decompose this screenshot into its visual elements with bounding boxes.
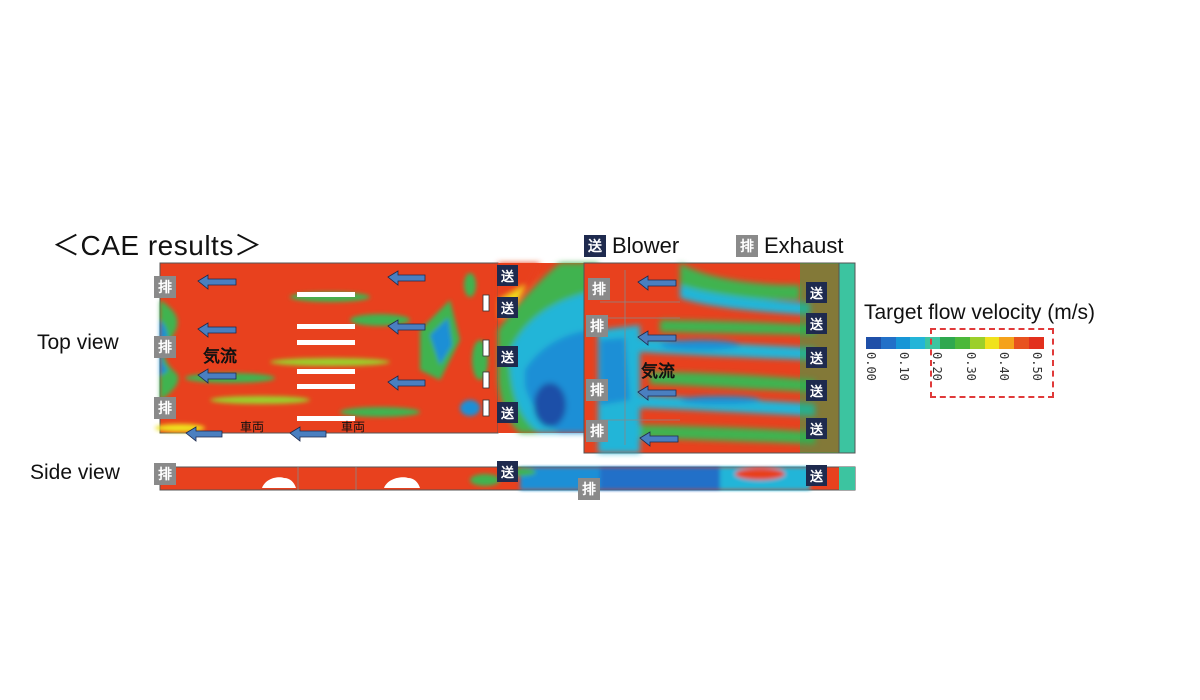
arrow-left-2 [197,322,237,338]
blower-icon: 送 [806,465,827,486]
arrow-left-3 [197,368,237,384]
legend-blower: 送 Blower [584,233,679,259]
arrow-left-5 [289,426,327,442]
colorbar-segment [954,337,970,349]
exhaust-icon: 排 [578,478,600,500]
blower-icon: 送 [806,313,827,334]
legend-exhaust: 排 Exhaust [736,233,844,259]
arrow-left-7 [387,319,426,335]
airflow-arrows [185,270,679,447]
colorbar-title: Target flow velocity (m/s) [864,301,1096,324]
exhaust-icon: 排 [586,420,608,442]
colorbar-segment [999,337,1015,349]
blower-icon: 送 [497,402,518,423]
side-view-label: Side view [30,461,120,484]
exhaust-icon: 排 [586,379,608,401]
arrow-left-4 [185,426,223,442]
exhaust-icon: 排 [154,463,176,485]
arrow-right-3 [637,385,677,401]
exhaust-icon: 排 [588,278,610,300]
exhaust-icon: 排 [154,276,176,298]
colorbar-segment [969,337,985,349]
colorbar-segment [895,337,911,349]
top-view-label: Top view [37,331,119,354]
exhaust-icon: 排 [586,315,608,337]
colorbar-segment [866,337,881,349]
airflow-label-right: 気流 [641,362,675,381]
vehicle-label-2: 車両 [341,420,366,434]
exhaust-icon: 排 [736,235,758,257]
blower-icon: 送 [806,347,827,368]
blower-icon: 送 [806,380,827,401]
colorbar-segment [984,337,1000,349]
outlet-marks [482,294,490,417]
colorbar-tick-label: 0.10 [897,352,912,381]
vehicle-label-1: 車両 [240,420,265,434]
arrow-right-2 [637,330,677,346]
colorbar [866,337,1044,349]
target-range-highlight [930,328,1054,398]
colorbar-segment [880,337,896,349]
colorbar-segment [1029,337,1044,349]
exhaust-icon: 排 [154,336,176,358]
page-title: ＜CAE results＞ [52,230,263,261]
top-view-right-region [583,262,840,454]
blower-icon: 送 [497,297,518,318]
airflow-label-left: 気流 [203,347,237,366]
colorbar-tick-label: 0.00 [864,352,878,381]
arrow-right-1 [637,275,677,291]
blower-icon: 送 [497,461,518,482]
arrow-right-4 [639,431,679,447]
blower-icon: 送 [806,282,827,303]
blower-icon: 送 [806,418,827,439]
blower-icon: 送 [497,346,518,367]
blower-icon: 送 [497,265,518,286]
legend-exhaust-label: Exhaust [764,233,844,258]
arrow-left-1 [197,274,237,290]
arrow-left-6 [387,270,426,286]
top-view-left-region [155,262,499,434]
blower-icon: 送 [584,235,606,257]
colorbar-segment [1014,337,1030,349]
exhaust-icon: 排 [154,397,176,419]
colorbar-segment [940,337,955,349]
arrow-left-8 [387,375,426,391]
legend-blower-label: Blower [612,233,680,258]
colorbar-segment [925,337,941,349]
top-view-end-wall [838,262,856,454]
colorbar-segment [910,337,926,349]
